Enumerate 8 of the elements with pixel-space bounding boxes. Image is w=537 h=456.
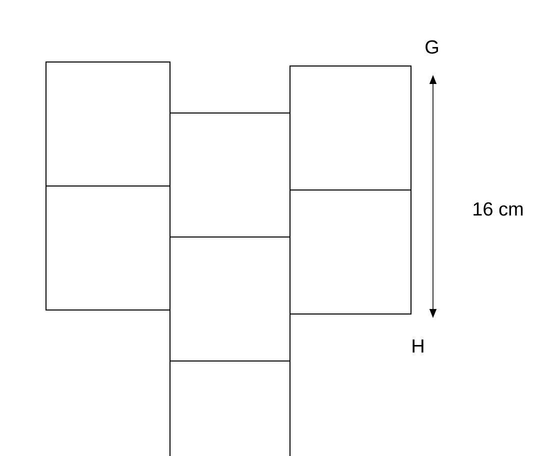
square [290,66,412,190]
square [170,236,290,362]
label: 16 cm [474,202,523,216]
square [46,186,170,310]
label: G [426,40,438,54]
square [46,62,170,186]
square [290,190,412,314]
label: H [412,339,424,353]
